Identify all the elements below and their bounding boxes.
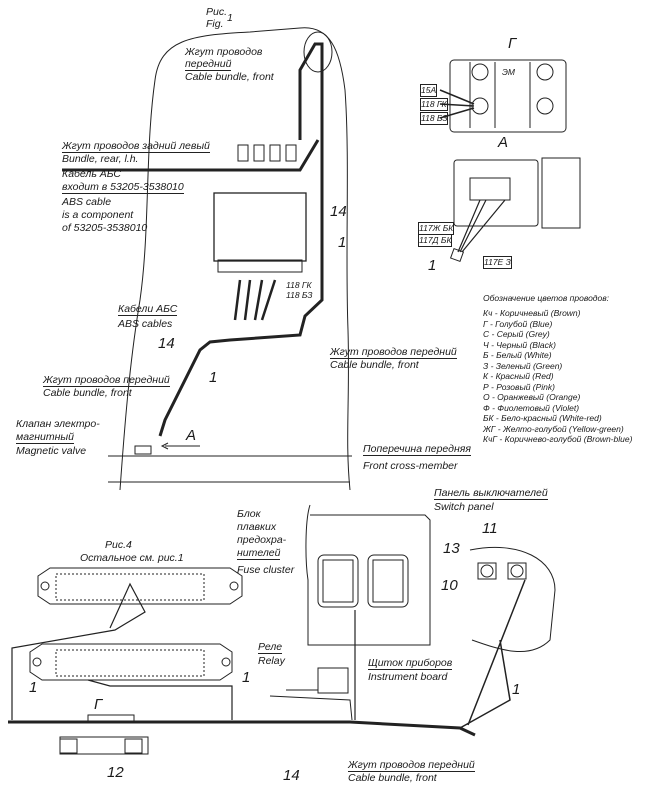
wire-tag: 118 БЗ: [420, 112, 449, 125]
callout-1: 1: [338, 234, 347, 251]
legend-item: Ф - Фиолетовый (Violet): [483, 402, 580, 413]
connector-label: 118 ГК: [286, 280, 312, 290]
valve-ru-2: магнитный: [16, 431, 74, 444]
magnetic-valve: [134, 445, 152, 455]
color-legend: Кч - Коричневый (Brown) Г - Голубой (Blu…: [483, 308, 632, 445]
fuse-cluster-ru-4: нителей: [237, 547, 281, 560]
callout-1: 1: [29, 679, 38, 696]
view-a-arrow-label: A: [186, 427, 197, 444]
abs-cable-ru-1: Кабель АБС: [62, 168, 121, 180]
abs-cables-en: ABS cables: [118, 318, 173, 330]
instrument-board-en: Instrument board: [368, 671, 448, 683]
abs-cable-ru-2: входит в 53205-3538010: [62, 181, 184, 194]
callout-1: 1: [242, 669, 251, 686]
callout-13: 13: [443, 540, 460, 557]
fuse-cluster-ru-2: плавких: [237, 521, 277, 533]
abs-cable-en-1: ABS cable: [62, 196, 112, 208]
relay-ru: Реле: [258, 641, 283, 654]
switch-panel-en: Switch panel: [434, 501, 494, 513]
legend-item: Г - Голубой (Blue): [483, 318, 553, 329]
legend-title: Обозначение цветов проводов:: [483, 293, 610, 303]
main-cable-bundle: [8, 720, 476, 737]
fuse-cluster-ru-1: Блок: [237, 508, 261, 520]
callout-14: 14: [330, 203, 347, 220]
callout-11: 11: [482, 520, 498, 537]
fuse-label: ЭМ: [502, 67, 515, 77]
fuse-cluster-bottom: [29, 643, 233, 681]
relay-en: Relay: [258, 655, 285, 667]
valve-ru-1: Клапан электро-: [16, 418, 100, 430]
wire-tag: 118 ГК: [420, 98, 448, 111]
front-bundle-ru-2: передний: [185, 58, 232, 71]
fuse-cluster-ru-3: предохра-: [237, 534, 287, 546]
detail-g-title: Г: [508, 35, 517, 52]
legend-item: БК - Бело-красный (White-red): [483, 413, 602, 423]
switch-panel-ru: Панель выключателей: [434, 487, 548, 500]
rear-bundle-en: Bundle, rear, l.h.: [62, 153, 139, 165]
legend-item: О - Оранжевый (Orange): [483, 392, 581, 402]
front-cable-bundle: [158, 42, 324, 437]
valve-en: Magnetic valve: [16, 445, 87, 457]
cab-outline: [119, 27, 351, 491]
view-g-label: Г: [94, 696, 103, 713]
relay-box: [317, 667, 349, 694]
rear-bundle: [62, 139, 320, 172]
fig-ris-label: Рис.: [206, 6, 228, 18]
instrument-board-ru: Щиток приборов: [368, 657, 453, 670]
switch-panel: [305, 504, 431, 646]
legend-item: З - Зеленый (Green): [483, 360, 563, 371]
front-bundle-left-ru: Жгут проводов передний: [43, 374, 170, 387]
front-bundle-left-en: Cable bundle, front: [43, 387, 132, 399]
cross-member-en: Front cross-member: [363, 460, 458, 472]
abs-cables-ru: Кабели АБС: [118, 303, 178, 316]
detail-g-block: [449, 59, 567, 133]
abs-cable-en-3: of 53205-3538010: [62, 222, 148, 234]
detail-a-title: A: [498, 134, 509, 151]
wire-tag: 15А: [420, 84, 438, 97]
abs-cable-en-2: is a component: [62, 209, 134, 221]
callout-14: 14: [158, 335, 175, 352]
fuse-cluster-top: [37, 567, 243, 605]
callout-1: 1: [209, 369, 218, 386]
legend-item: Р - Розовый (Pink): [483, 381, 555, 392]
legend-item: Б - Белый (White): [483, 350, 552, 360]
callout-1: 1: [512, 681, 521, 698]
callout-14: 14: [283, 767, 300, 784]
abs-control-unit: [213, 192, 307, 262]
wire-tag: 117Е З: [483, 256, 512, 269]
wire-tag: 117Ж БК: [418, 222, 455, 235]
front-bundle-ru-1: Жгут проводов: [185, 46, 263, 58]
front-bundle-en: Cable bundle, front: [185, 71, 274, 83]
legend-item: ЖГ - Желто-голубой (Yellow-green): [483, 423, 624, 434]
legend-item: К - Красный (Red): [483, 371, 554, 381]
cross-member-ru: Поперечина передняя: [363, 443, 471, 456]
front-bundle-en: Cable bundle, front: [348, 772, 437, 784]
fig-fig-label: Fig.: [206, 18, 224, 30]
legend-item: Ч - Черный (Black): [483, 339, 556, 350]
legend-item: КчГ - Коричнево-голубой (Brown-blue): [483, 434, 633, 444]
connector-label: 118 БЗ: [286, 290, 313, 300]
rear-bundle-ru: Жгут проводов задний левый: [62, 140, 210, 153]
fuse-cluster-en: Fuse cluster: [237, 564, 295, 576]
wire-tag: 117Д БК: [418, 234, 453, 247]
legend-item: С - Серый (Grey): [483, 329, 550, 339]
detail-a-valve: [453, 159, 539, 227]
front-bundle-ru: Жгут проводов передний: [348, 759, 475, 772]
fig4-title: Рис.4: [105, 539, 132, 551]
callout-12: 12: [107, 764, 124, 781]
fig4-note: Остальное см. рис.1: [80, 552, 184, 564]
callout-10: 10: [441, 577, 458, 594]
front-bundle-right-en: Cable bundle, front: [330, 359, 419, 371]
front-bundle-right-ru: Жгут проводов передний: [330, 346, 457, 359]
legend-item: Кч - Коричневый (Brown): [483, 308, 581, 318]
component-12: [59, 736, 149, 755]
callout-1: 1: [428, 257, 437, 274]
fig-number: 1: [227, 12, 233, 24]
